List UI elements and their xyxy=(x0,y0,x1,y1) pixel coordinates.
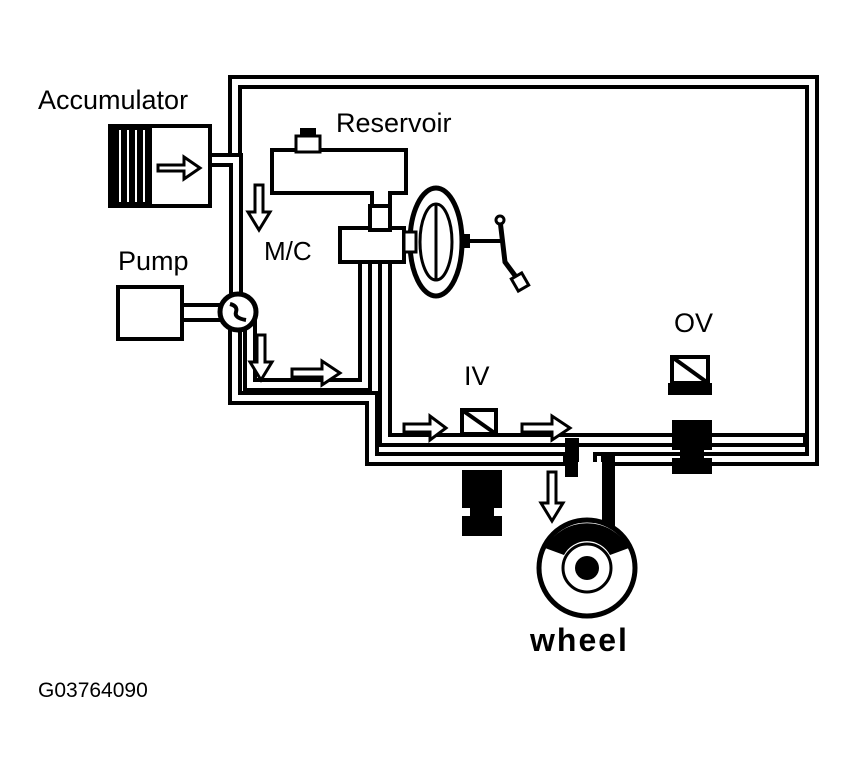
brake-booster xyxy=(402,185,470,299)
master-cylinder-label: M/C xyxy=(264,236,312,266)
pump xyxy=(116,285,259,341)
reservoir-label: Reservoir xyxy=(336,108,452,138)
wheel-label: wheel xyxy=(530,622,629,658)
wheel-brake xyxy=(536,517,638,619)
arrow-right-icon xyxy=(290,358,343,388)
outlet-valve-label: OV xyxy=(674,308,714,338)
pump-label: Pump xyxy=(118,246,189,276)
figure-code: G03764090 xyxy=(38,679,148,702)
outlet-valve xyxy=(668,355,712,474)
arrow-down-icon xyxy=(245,183,273,233)
accumulator-label: Accumulator xyxy=(38,85,189,115)
arrow-right-icon xyxy=(156,154,203,182)
arrow-down-icon xyxy=(247,333,275,383)
reservoir xyxy=(270,128,408,210)
arrow-right-icon xyxy=(520,413,573,443)
arrow-right-icon xyxy=(402,413,449,443)
arrow-down-icon xyxy=(538,470,566,524)
inlet-valve xyxy=(460,408,502,536)
flow-arrows xyxy=(156,154,573,524)
main-return-line xyxy=(228,75,819,466)
hydraulic-lines xyxy=(203,75,819,532)
inlet-valve-label: IV xyxy=(464,361,490,391)
master-cylinder xyxy=(338,204,406,264)
accumulator-line xyxy=(203,153,243,297)
brake-pedal xyxy=(470,214,531,294)
